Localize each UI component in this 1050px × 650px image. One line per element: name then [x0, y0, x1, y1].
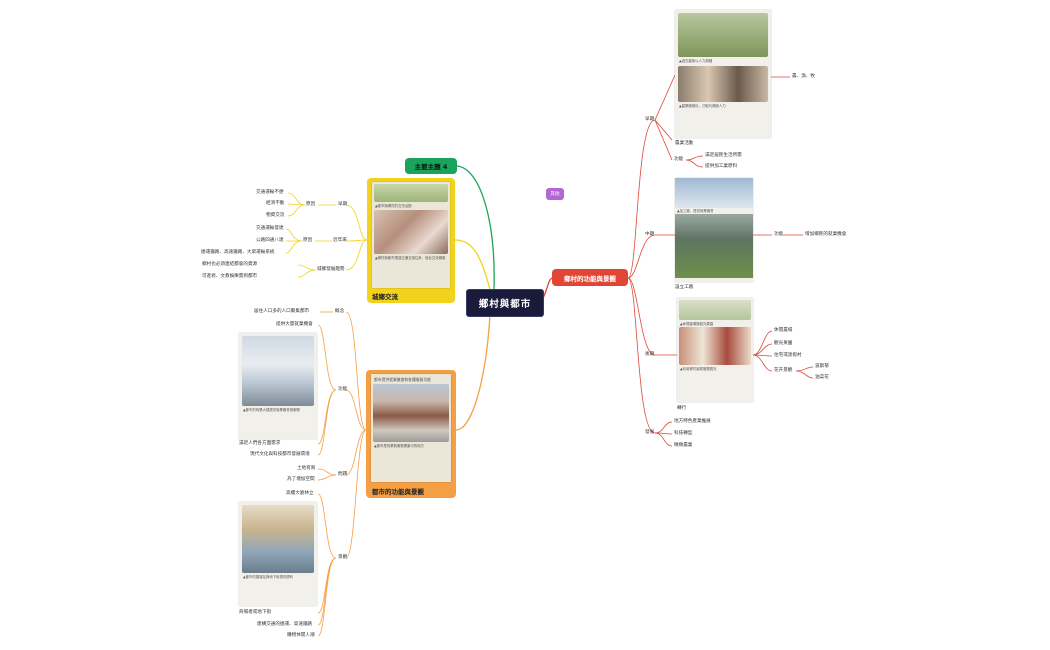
city-function-label[interactable]: 功能 [338, 387, 348, 392]
city-function-photo: ▲都市的商業大樓提供就業機會與服務 [239, 333, 317, 439]
exchange-early-label[interactable]: 早期 [338, 202, 348, 207]
topic-city-function[interactable]: 都市提供就業機會和各種服務功能 ▲都市是商業與服務業集中的地方 都市的功能與景觀 [366, 370, 456, 498]
city-function-photo-image [242, 336, 314, 406]
city-landscape-item-3[interactable]: 購物休閒人潮 [287, 633, 315, 638]
city-landscape-photo-image [242, 505, 314, 573]
city-function-top-item[interactable]: 提供大量就業機會 [276, 322, 313, 327]
exchange-recent-reason-3[interactable]: 捷運鐵路、高速鐵路、大眾運輸系統 [201, 250, 275, 255]
rural-late-photo-image-bottom [679, 327, 751, 366]
city-function-photo-caption: ▲都市的商業大樓提供就業機會與服務 [243, 408, 300, 412]
exchange-early-reason-label[interactable]: 原因 [306, 202, 316, 207]
floating-topic-other[interactable]: 其他 [546, 188, 564, 200]
central-topic[interactable]: 鄉村與都市 [466, 289, 544, 317]
rural-late-caption-top: ▲休閒農場與觀光果園 [680, 322, 714, 326]
city-function-bottom-item[interactable]: 現代文化與科技都市發展環境 [250, 452, 310, 457]
rural-future-label[interactable]: 發展 [645, 430, 655, 435]
city-landscape-photo-caption: ▲都市的捷運站與地下街提供便利 [243, 575, 294, 579]
rural-late-below-label[interactable]: 轉行 [677, 406, 687, 411]
rural-early-photo-image-top [678, 13, 768, 57]
city-landscape-item-2[interactable]: 建構交通的捷運、高速鐵路 [257, 622, 313, 627]
exchange-photo: ▲都市與鄉村的交流活動 ▲鄉村與都市透過交通互相往來，彼此交流頻繁 [372, 182, 450, 288]
exchange-recent-reason-1[interactable]: 交通運輸發達 [256, 226, 284, 231]
rural-early-caption-bottom: ▲農業機械化，已取代傳統人力 [679, 104, 726, 109]
city-photo-caption-top: 都市提供就業機會和各種服務功能 [374, 377, 431, 382]
rural-middle-below-label[interactable]: 設立工廠 [675, 285, 694, 290]
rural-middle-employment[interactable]: 增加鄉民的就業機會 [805, 232, 847, 237]
city-photo-image [373, 384, 449, 443]
city-photo-caption-bottom: ▲都市是商業與服務業集中的地方 [374, 444, 425, 449]
rural-early-function-item-2[interactable]: 提供加工業原料 [705, 164, 738, 169]
rural-late-item-4[interactable]: 花卉景觀 [774, 368, 793, 373]
exchange-connect-item-2[interactable]: 可進修、文教娛樂需到都市 [202, 274, 258, 279]
city-problem-item-1[interactable]: 土地有限 [297, 466, 316, 471]
city-definition-label[interactable]: 概念 [335, 309, 345, 314]
rural-early-right-label[interactable]: 農、漁、牧 [792, 74, 815, 79]
rural-late-item-1[interactable]: 休閒農場 [774, 328, 793, 333]
rural-late-flower-1[interactable]: 波斯菊 [815, 364, 829, 369]
rural-late-caption-bottom: ▲利用鄉村景觀發展觀光 [680, 367, 717, 372]
rural-early-label[interactable]: 早期 [645, 117, 655, 122]
topic-main-4[interactable]: 主要主題 4 [405, 158, 457, 174]
rural-middle-photo: ▲加工廠，提供就業機會 [675, 178, 753, 282]
rural-middle-caption: ▲加工廠，提供就業機會 [677, 209, 714, 213]
city-landscape-item-1[interactable]: 商場者或地下街 [239, 610, 272, 615]
city-landscape-label[interactable]: 景觀 [338, 555, 348, 560]
exchange-photo-caption-top: ▲都市與鄉村的交流活動 [375, 204, 412, 208]
exchange-title: 城鄉交流 [372, 293, 398, 301]
exchange-recent-reason-label[interactable]: 原因 [303, 238, 313, 243]
exchange-early-reason-2[interactable]: 經濟不動 [266, 201, 285, 206]
exchange-photo-image-top [374, 184, 448, 202]
city-landscape-photo: ▲都市的捷運站與地下街提供便利 [239, 502, 317, 606]
rural-future-item-2[interactable]: 科技轉型 [674, 431, 693, 436]
rural-late-label[interactable]: 後期 [645, 352, 655, 357]
exchange-early-reason-1[interactable]: 交通運輸不便 [256, 190, 284, 195]
exchange-connect-label[interactable]: 城鄉發展趨勢 [317, 267, 345, 272]
rural-future-item-1[interactable]: 地方特色產業推展 [674, 419, 711, 424]
rural-middle-function-label[interactable]: 功能 [774, 232, 784, 237]
rural-late-photo: ▲休閒農場與觀光果園 ▲利用鄉村景觀發展觀光 [677, 298, 753, 402]
rural-early-below-label[interactable]: 農業活動 [675, 141, 694, 146]
rural-late-photo-image-top [679, 300, 751, 320]
exchange-early-reason-3[interactable]: 物資交流 [266, 213, 285, 218]
rural-middle-photo-image-top [675, 178, 753, 208]
rural-late-item-2[interactable]: 觀光果園 [774, 341, 793, 346]
rural-early-photo: ▲過去農家以人力耕種 ▲農業機械化，已取代傳統人力 [675, 10, 771, 138]
city-function-mid-item[interactable]: 滿足人們各方面需求 [239, 441, 281, 446]
exchange-connect-item-1[interactable]: 鄉村也必須連結都會的資源 [202, 262, 258, 267]
exchange-photo-caption-bottom: ▲鄉村與都市透過交通互相往來，彼此交流頻繁 [375, 256, 446, 261]
rural-late-item-3[interactable]: 住宅或渡假村 [774, 353, 802, 358]
rural-early-function-item-1[interactable]: 滿足居民生活所需 [705, 153, 742, 158]
city-problem-label[interactable]: 問題 [338, 472, 348, 477]
city-title: 都市的功能與景觀 [372, 488, 424, 496]
rural-early-function-label[interactable]: 功能 [674, 157, 684, 162]
rural-future-item-3[interactable]: 精緻農業 [674, 443, 693, 448]
topic-urban-rural-exchange[interactable]: ▲都市與鄉村的交流活動 ▲鄉村與都市透過交通互相往來，彼此交流頻繁 城鄉交流 [367, 178, 455, 303]
city-definition-text[interactable]: 居住人口多的人口聚集都市 [254, 309, 310, 314]
city-photo: 都市提供就業機會和各種服務功能 ▲都市是商業與服務業集中的地方 [371, 374, 451, 482]
rural-middle-photo-image-bottom [675, 214, 753, 279]
city-problem-item-2[interactable]: 為了增加空間 [287, 477, 315, 482]
rural-early-photo-image-bottom [678, 66, 768, 103]
city-landscape-top-item[interactable]: 高樓大廈林立 [286, 491, 314, 496]
rural-middle-label[interactable]: 中期 [645, 232, 655, 237]
topic-rural-function[interactable]: 鄉村的功能與景觀 [552, 269, 628, 286]
exchange-photo-image-bottom [374, 210, 448, 255]
rural-early-caption-top: ▲過去農家以人力耕種 [679, 59, 713, 63]
rural-late-flower-2[interactable]: 油菜花 [815, 375, 829, 380]
exchange-recent-label[interactable]: 近年來 [333, 238, 347, 243]
exchange-recent-reason-2[interactable]: 公路四通八達 [256, 238, 284, 243]
